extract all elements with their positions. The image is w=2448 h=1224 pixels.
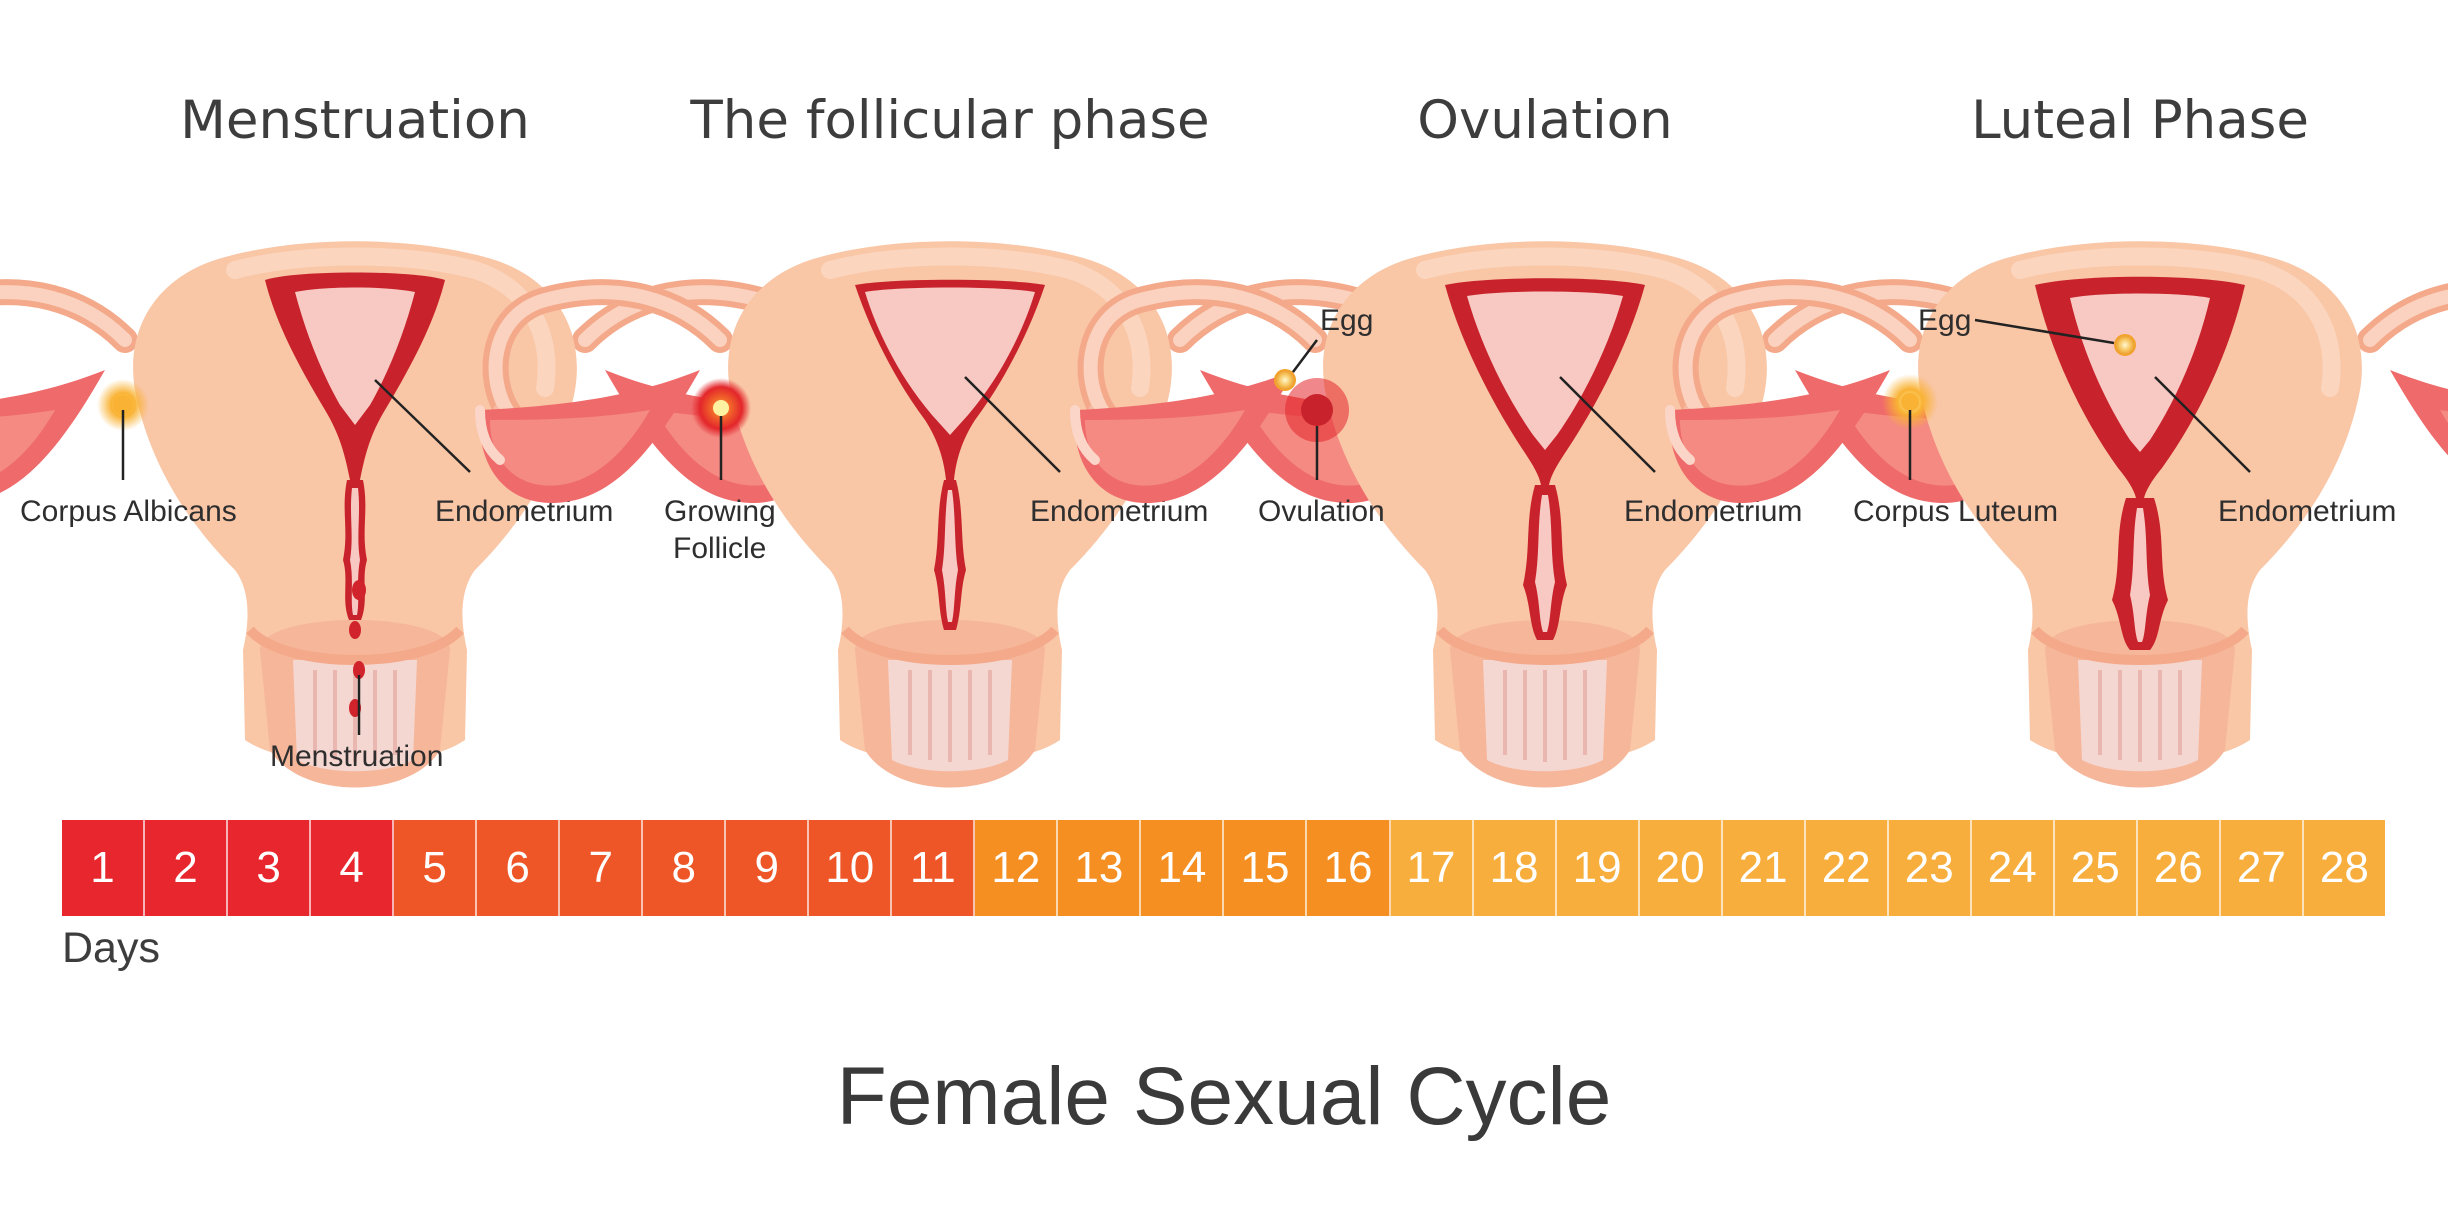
day-cell: 16 [1307, 820, 1391, 916]
label-growing-follicle-1: Growing [664, 495, 776, 528]
main-title: Female Sexual Cycle [836, 1051, 1612, 1142]
label-endometrium-2: Endometrium [1030, 495, 1208, 528]
day-cell: 25 [2054, 820, 2138, 916]
day-cell: 20 [1639, 820, 1723, 916]
day-cell: 27 [2220, 820, 2304, 916]
label-corpus-luteum: Corpus Luteum [1853, 495, 2058, 528]
label-egg-4: Egg [1918, 304, 1971, 337]
label-endometrium-4: Endometrium [2218, 495, 2396, 528]
phase-title-menstruation: Menstruation [180, 90, 530, 151]
day-cell: 13 [1058, 820, 1142, 916]
day-cell: 7 [560, 820, 644, 916]
label-menstruation: Menstruation [270, 740, 443, 773]
day-cell: 23 [1888, 820, 1972, 916]
uterus-ovulation [1075, 241, 2016, 787]
label-endometrium-1: Endometrium [435, 495, 613, 528]
day-cell: 9 [726, 820, 810, 916]
uterus-follicular [480, 241, 1421, 787]
day-cell: 5 [394, 820, 478, 916]
label-egg-3: Egg [1320, 304, 1373, 337]
day-cell: 10 [809, 820, 893, 916]
phase-title-luteal: Luteal Phase [1971, 90, 2309, 151]
day-cell: 3 [228, 820, 312, 916]
day-cell: 28 [2303, 820, 2385, 916]
uterus-luteal [1670, 241, 2448, 787]
days-label: Days [62, 924, 160, 972]
day-cell: 4 [311, 820, 395, 916]
uterus-diagrams: Corpus Albicans Endometrium Menstruation… [0, 0, 2448, 800]
day-cell: 11 [892, 820, 976, 916]
day-cell: 6 [477, 820, 561, 916]
day-cell: 14 [1141, 820, 1225, 916]
day-cell: 8 [643, 820, 727, 916]
day-cell: 24 [1971, 820, 2055, 916]
day-cell: 17 [1390, 820, 1474, 916]
label-corpus-albicans: Corpus Albicans [20, 495, 237, 528]
day-cell: 26 [2137, 820, 2221, 916]
label-endometrium-3: Endometrium [1624, 495, 1802, 528]
day-cell: 19 [1556, 820, 1640, 916]
day-cell: 21 [1722, 820, 1806, 916]
day-cell: 2 [145, 820, 229, 916]
day-cell: 22 [1805, 820, 1889, 916]
day-cell: 1 [62, 820, 146, 916]
day-cell: 18 [1473, 820, 1557, 916]
phase-title-ovulation: Ovulation [1417, 90, 1673, 151]
label-ovulation: Ovulation [1258, 495, 1385, 528]
phase-title-follicular: The follicular phase [690, 90, 1210, 151]
uterus-menstruation [0, 241, 825, 787]
label-growing-follicle-2: Follicle [673, 532, 766, 565]
day-cell: 15 [1224, 820, 1308, 916]
day-cell: 12 [975, 820, 1059, 916]
